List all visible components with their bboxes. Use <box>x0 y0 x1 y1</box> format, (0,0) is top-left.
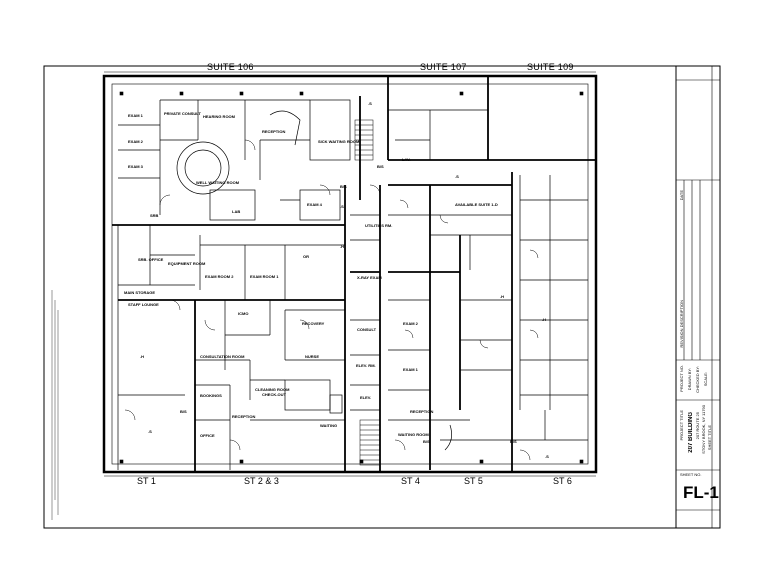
marker-s: .S <box>368 101 372 106</box>
title-block-grid <box>676 79 720 511</box>
room-label: EXAM 1 <box>128 113 143 118</box>
marker-s: .S <box>148 429 152 434</box>
room-label: LAB <box>232 209 241 214</box>
room-label: EXAM 1 <box>403 367 418 372</box>
room-label: WAITING <box>320 423 338 428</box>
marker-h: .H <box>140 354 144 359</box>
room-label: EQUIPMENT ROOM <box>168 261 206 266</box>
room-label: BOOKINGS <box>200 393 222 398</box>
room-label: CLEANING ROOM <box>255 387 290 392</box>
marker-s: .S <box>455 174 459 179</box>
suite-109-label: SUITE 109 <box>527 62 574 72</box>
room-label: UTILITIES RM. <box>365 223 393 228</box>
marker-bs: B/S <box>510 439 517 444</box>
room-label: CHECK-OUT <box>262 392 286 397</box>
marker-bs: B/S <box>180 409 187 414</box>
sheet-border <box>43 65 721 529</box>
room-label: AVAILABLE SUITE 1-D <box>455 202 498 207</box>
room-label: WAITING ROOM <box>398 432 429 437</box>
building-name: 207 BUILDING <box>688 412 694 453</box>
store-2-3-label: ST 2 & 3 <box>244 476 279 486</box>
stair-hatch <box>354 119 381 466</box>
marker-h: .H <box>500 294 504 299</box>
column-grid <box>119 91 584 464</box>
room-label: ICMO <box>238 311 249 316</box>
room-label: EXAM ROOM 1 <box>250 274 279 279</box>
interior-partitions <box>117 99 588 470</box>
room-label: OFFICE <box>200 433 215 438</box>
room-label: CONSULTATION ROOM <box>200 354 245 359</box>
room-label: EXAM 2 <box>403 321 418 326</box>
room-label: RECEPTION <box>232 414 256 419</box>
marker-s: .S <box>340 204 344 209</box>
room-label: CONSULT <box>357 327 377 332</box>
room-label: EXAM 2 <box>128 139 143 144</box>
room-label: OR <box>303 254 309 259</box>
drawn-by-label: DRAWN BY: <box>687 368 692 391</box>
suite-106-label: SUITE 106 <box>207 62 254 72</box>
room-label: SRB <box>150 213 159 218</box>
room-label: ELEV. <box>360 395 372 400</box>
room-label: NURSE <box>305 354 320 359</box>
store-6-label: ST 6 <box>553 476 572 486</box>
sheet-no-label: SHEET NO. <box>680 472 702 477</box>
address-line-2: STONY BROOK, NY 11790 <box>701 405 706 454</box>
room-label: MAIN STORAGE <box>124 290 156 295</box>
project-title-label: PROJECT TITLE <box>679 410 684 441</box>
marker-bs: B/S <box>377 164 384 169</box>
store-5-label: ST 5 <box>464 476 483 486</box>
date-header: DATE <box>679 190 684 201</box>
room-label: HEARING ROOM <box>203 114 235 119</box>
sheet-title-label: SHEET TITLE <box>707 425 712 451</box>
room-label: RECEPTION <box>410 409 434 414</box>
address-line-1: 207 ROUTE 25 <box>695 412 700 440</box>
store-1-label: ST 1 <box>137 476 156 486</box>
reception-desks <box>269 110 452 451</box>
room-label: RECOVERY <box>302 321 325 326</box>
room-label: WELL WAITING ROOM <box>196 180 240 185</box>
room-label: ELEV. RM. <box>356 363 376 368</box>
marker-h: .H <box>542 317 546 322</box>
project-no-label: PROJECT NO. <box>679 365 684 392</box>
room-label: EXAM ROOM 2 <box>205 274 234 279</box>
demising-walls <box>112 76 596 472</box>
checked-by-label: CHECKED BY: <box>695 366 700 393</box>
room-label: PRIVATE CONSULT <box>164 111 201 116</box>
store-4-label: ST 4 <box>401 476 420 486</box>
room-label: EXAM 4 <box>307 202 322 207</box>
room-label: RECEPTION <box>262 129 286 134</box>
marker-bs: B/S <box>423 439 430 444</box>
room-label: X-RAY EXAM <box>357 275 382 280</box>
sheet-number: FL-1 <box>683 483 719 502</box>
marker-s: .S <box>545 454 549 459</box>
room-label: STAFF LOUNGE <box>128 302 159 307</box>
marker-bs: B/S <box>340 184 347 189</box>
revision-description-header: REVISION DESCRIPTION <box>679 300 684 348</box>
door-swings <box>124 139 539 461</box>
marker-h: .H <box>340 244 344 249</box>
room-label: LAV. <box>402 157 411 162</box>
room-label: SRB. OFFICE <box>138 257 164 262</box>
room-label: SICK WAITING ROOM <box>318 139 360 144</box>
suite-107-label: SUITE 107 <box>420 62 467 72</box>
general-notes <box>51 290 59 520</box>
room-label: EXAM 3 <box>128 164 143 169</box>
building-outline <box>102 71 598 477</box>
scale-label: SCALE: <box>703 372 708 387</box>
